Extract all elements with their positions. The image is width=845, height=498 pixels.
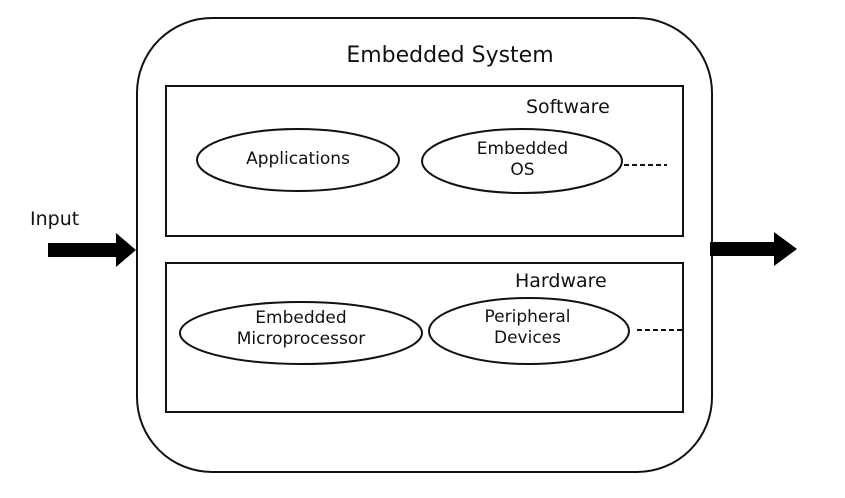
output-arrow: [710, 232, 797, 266]
input-arrow: [48, 233, 136, 267]
diagram-title: Embedded System: [346, 43, 554, 68]
embedded-microprocessor-line-1: Embedded: [255, 308, 347, 328]
embedded-microprocessor-line-2: Microprocessor: [236, 329, 366, 350]
embedded-os-line-2: OS: [510, 160, 535, 181]
applications-ellipse: [196, 128, 400, 192]
embedded-microprocessor-ellipse: [179, 301, 423, 365]
embedded-os-ellipse: [421, 128, 623, 194]
software-section-title: Software: [526, 96, 610, 118]
embedded-os-line-1: Embedded: [476, 139, 569, 159]
embedded-microprocessor-label: Embedded Microprocessor: [181, 308, 421, 351]
hardware-section-title: Hardware: [515, 270, 607, 292]
peripheral-devices-line-2: Devices: [494, 328, 561, 349]
applications-label: Applications: [246, 149, 350, 169]
embedded-os-label: Embedded OS: [425, 139, 620, 182]
input-label: Input: [30, 208, 80, 230]
peripheral-devices-line-1: Peripheral: [484, 307, 571, 327]
peripheral-devices-ellipse: [428, 297, 630, 365]
peripheral-devices-label: Peripheral Devices: [430, 307, 625, 350]
